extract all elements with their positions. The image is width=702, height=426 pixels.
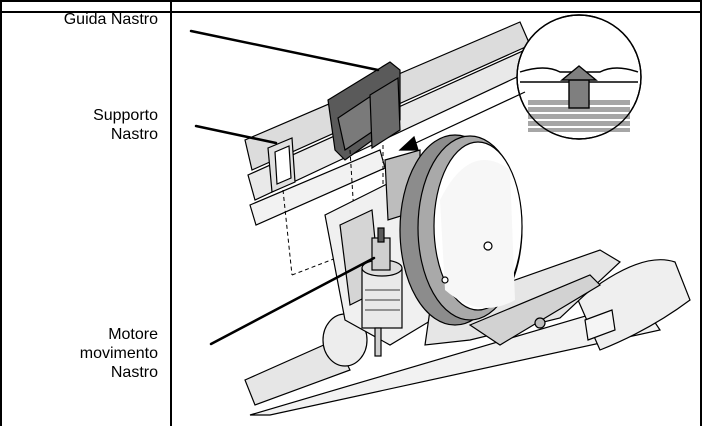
mechanism-housing [324,149,621,346]
zoom-inset [516,14,642,140]
callout-leaders [189,29,380,346]
ribbon-drum [399,134,523,326]
ribbon-support-label: Supporto Nastro [93,107,158,143]
ribbon-support-leader [194,124,278,145]
ribbon-motor-part [361,227,403,357]
ribbon-motor-label: Motore movimento Nastro [79,326,158,381]
ribbon-guide-part [327,61,401,161]
inset-pointer-arrow [398,91,526,151]
ribbon-motor-leader [209,256,376,346]
ribbon-guide-label: Guida Nastro [63,11,158,28]
ribbon-support-part [267,137,296,193]
ribbon-guide-leader [189,29,380,72]
